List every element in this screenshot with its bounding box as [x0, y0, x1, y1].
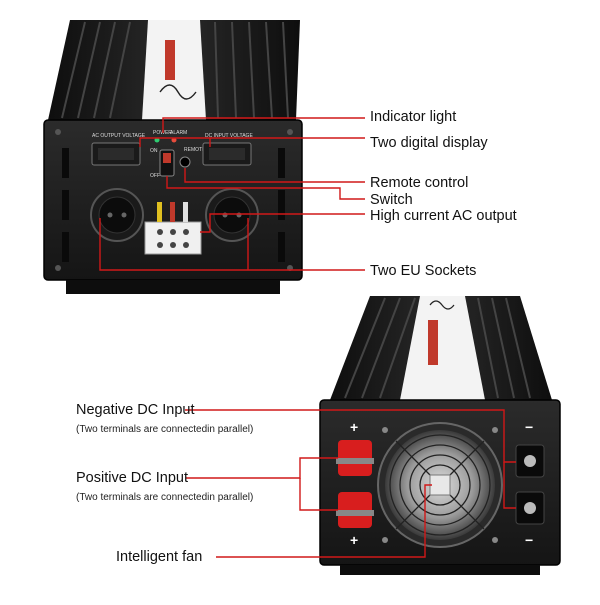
negative-dc-input-note: (Two terminals are connectedin parallel) — [76, 424, 254, 435]
eu-socket-left — [90, 188, 144, 242]
negative-dc-terminal-bottom — [515, 491, 545, 525]
switch-label: Switch — [370, 192, 413, 208]
plus-mark-bottom: + — [350, 532, 358, 548]
positive-dc-input-label: Positive DC Input — [76, 470, 189, 486]
intelligent-fan — [377, 422, 503, 548]
eu-sockets-label: Two EU Sockets — [370, 263, 477, 279]
dc-input-voltage-text: DC INPUT VOLTAGE — [205, 133, 253, 139]
remote-text: REMOTE — [184, 147, 206, 153]
remote-control-port[interactable] — [179, 156, 191, 168]
positive-dc-terminal-bottom — [336, 492, 374, 528]
power-indicator-light — [154, 137, 160, 143]
minus-mark-bottom: − — [525, 532, 533, 548]
positive-dc-terminal-top — [336, 440, 374, 476]
off-text: OFF — [150, 173, 160, 179]
digital-display-label: Two digital display — [370, 135, 488, 151]
intelligent-fan-label: Intelligent fan — [116, 549, 203, 565]
on-text: ON — [150, 148, 158, 154]
plus-mark-top: + — [350, 419, 358, 435]
alarm-text: ALARM — [170, 130, 187, 136]
remote-control-label: Remote control — [370, 175, 469, 191]
lower-inverter: + + − − — [319, 296, 561, 575]
alarm-indicator-light — [171, 137, 177, 143]
indicator-light-label: Indicator light — [370, 109, 457, 125]
negative-dc-input-label: Negative DC Input — [76, 402, 195, 418]
ac-output-label: High current AC output — [370, 208, 517, 224]
positive-dc-input-note: (Two terminals are connectedin parallel) — [76, 492, 254, 503]
ac-output-terminal-block — [144, 202, 202, 255]
negative-dc-terminal-top — [515, 444, 545, 478]
ac-output-voltage-text: AC OUTPUT VOLTAGE — [92, 133, 146, 139]
eu-socket-right — [205, 188, 259, 242]
minus-mark-top: − — [525, 419, 533, 435]
callout-lines — [99, 117, 516, 558]
upper-inverter: AC OUTPUT VOLTAGE DC INPUT VOLTAGE POWER… — [43, 20, 303, 294]
